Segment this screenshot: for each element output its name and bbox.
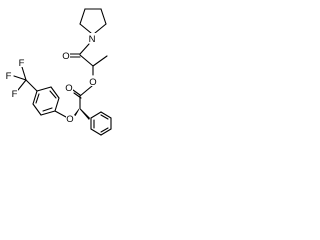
aryl-ether-ring bbox=[32, 86, 67, 118]
bond bbox=[25, 79, 38, 92]
bond bbox=[79, 8, 86, 25]
bond bbox=[32, 103, 42, 116]
bond bbox=[90, 111, 102, 119]
trifluoromethyl-group bbox=[13, 66, 38, 92]
bond bbox=[32, 90, 38, 105]
atom-label-f: F bbox=[6, 71, 12, 82]
bond bbox=[94, 23, 107, 34]
atom-label-f: F bbox=[12, 89, 18, 100]
bond bbox=[36, 86, 52, 92]
bond bbox=[100, 8, 107, 25]
bond bbox=[54, 97, 60, 112]
bond bbox=[92, 55, 108, 67]
bond bbox=[79, 85, 93, 97]
aromatic-inner-bond bbox=[35, 93, 40, 104]
atom-label-o: O bbox=[62, 51, 69, 62]
bond bbox=[21, 66, 27, 81]
ester-carbonyl-bond bbox=[72, 89, 81, 96]
stereo-wedge-bond bbox=[74, 108, 80, 116]
amide-group bbox=[69, 43, 108, 76]
bond bbox=[79, 23, 92, 34]
phenyl-ring bbox=[90, 111, 112, 136]
bond bbox=[50, 86, 60, 99]
bond bbox=[40, 110, 56, 116]
atom-label-o: O bbox=[66, 114, 73, 125]
atom-label-o: O bbox=[65, 83, 72, 94]
aromatic-inner-bond bbox=[42, 107, 53, 112]
atom-label-n: N bbox=[89, 34, 96, 45]
bond bbox=[79, 54, 94, 67]
aromatic-inner-bond bbox=[49, 90, 57, 99]
bond bbox=[100, 111, 112, 119]
bond bbox=[13, 75, 27, 81]
stereo-wedge-bond bbox=[80, 108, 90, 120]
atom-label-f: F bbox=[19, 58, 25, 69]
aromatic-inner-bond bbox=[100, 114, 109, 120]
bond bbox=[54, 110, 67, 118]
molecule-structure-diagram: N O O O O F F F bbox=[5, 8, 112, 136]
bond bbox=[17, 79, 27, 91]
bond bbox=[100, 128, 112, 136]
pyrrolidine-ring bbox=[79, 8, 107, 34]
atom-label-o: O bbox=[89, 77, 96, 88]
bond bbox=[90, 128, 102, 136]
ester-group bbox=[72, 85, 93, 109]
bond bbox=[79, 43, 90, 55]
aromatic-inner-bond bbox=[100, 127, 109, 133]
